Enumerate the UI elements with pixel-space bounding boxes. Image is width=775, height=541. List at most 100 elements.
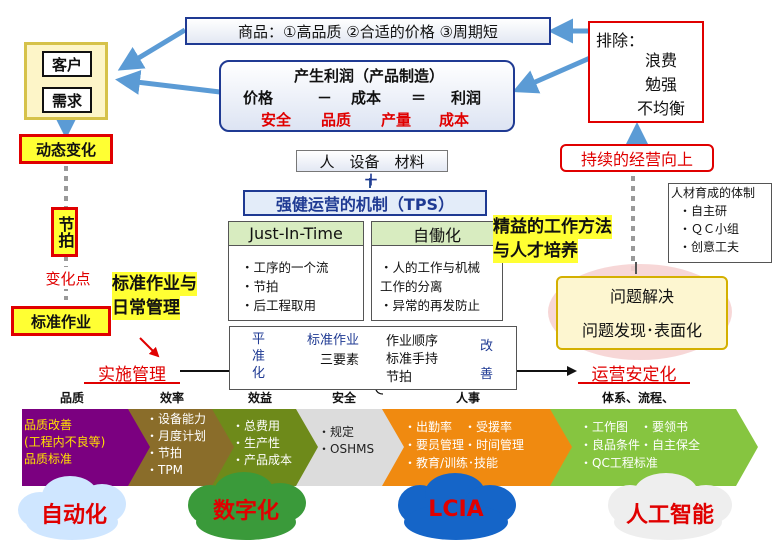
std-right-vertical: 改 善	[480, 333, 493, 389]
category-safety: 安全	[332, 391, 357, 405]
jidoka-item: ・异常的再发防止	[380, 298, 481, 313]
cloud-ai	[608, 473, 732, 540]
dynamic-change-box: 动态变化	[19, 134, 113, 164]
lean-method-label: 精益的工作方法 与人才培养	[493, 215, 653, 263]
band-line: ・OSHMS	[318, 442, 375, 456]
problem-box: 问题解决 问题发现･表面化	[556, 276, 728, 350]
operation-stable-text: 运营安定化	[591, 365, 677, 385]
standard-work-label: 标准作业	[30, 312, 91, 331]
band-shape-safety	[296, 409, 414, 486]
cloud-text: 数字化	[212, 499, 279, 524]
eq-minus: －	[317, 89, 333, 107]
arrow-standard-work-to-implement	[139, 337, 160, 358]
arrow-eliminate-profit	[512, 55, 592, 94]
std-elements-box: 平 准 化 标准作业 三要素 作业顺序 标准手持 节拍 改 善	[229, 326, 517, 390]
cloud-automation	[18, 476, 126, 540]
jit-box: Just-In-Time ・工序的一个流 ・节拍 ・后工程取用	[228, 221, 364, 321]
resources-label: 人 设备 材料	[319, 152, 425, 171]
problem-line2: 问题发现･表面化	[581, 321, 702, 340]
cloud-label-lcia: LCIA	[406, 494, 506, 524]
std-left-char: 化	[252, 366, 266, 381]
eq-profit: 利润	[451, 89, 482, 107]
plus-sign: ＋	[362, 170, 380, 189]
band-line: ・节拍	[146, 446, 183, 460]
band-system: ・工作图 ・要领书 ・良品条件・自主保全 ・QC工程标准	[580, 418, 700, 472]
eq-equals: ＝	[411, 89, 427, 107]
band-line: ・要员管理・时间管理	[404, 438, 525, 452]
talent-item: ・自主研	[679, 204, 728, 218]
band-safety: ・规定 ・OSHMS	[318, 424, 374, 458]
eliminate-item: 浪费	[644, 51, 677, 70]
band-shape-system	[550, 409, 758, 486]
profit-box: 产生利润（产品制造） 价格 － 成本 ＝ 利润 安全 品质 产量 成本	[219, 60, 515, 132]
cloud-text: 自动化	[40, 503, 107, 528]
talent-title: 人材育成的体制	[671, 186, 756, 200]
std-left-vertical: 平 准 化	[252, 331, 265, 382]
plus-sign-text: ＋	[363, 170, 379, 189]
jidoka-title-text: 自働化	[412, 225, 461, 245]
arrow-profit-customer	[115, 69, 221, 95]
band-line: ・总费用	[232, 419, 281, 433]
std-right-char: 改	[480, 339, 494, 354]
band-line: ・教育/训练･技能	[404, 456, 499, 470]
std-daily-line1: 标准作业与	[112, 272, 197, 296]
tps-title: 强健运营的机制（TPS）	[275, 195, 455, 214]
eliminate-box: 排除： 浪费 勉强 不均衡	[588, 21, 704, 123]
std-label2: 三要素	[320, 353, 360, 368]
lean-line1: 精益的工作方法	[493, 215, 612, 239]
band-line: ・出勤率 ・受援率	[404, 420, 513, 434]
product-box-text: 商品：①高品质 ②合适的价格 ③周期短	[238, 22, 498, 41]
customer-label: 客户	[42, 51, 92, 77]
band-line: (工程内不良等)	[24, 435, 106, 449]
tps-title-box: 强健运营的机制（TPS）	[243, 190, 487, 216]
talent-box: 人材育成的体制 ・自主研 ・ＱＣ小组 ・创意工夫	[668, 183, 772, 263]
jidoka-item: 工作的分离	[380, 279, 443, 294]
cloud-label-automation: 自动化	[26, 498, 122, 528]
jit-title-text: Just-In-Time	[249, 224, 343, 243]
cloud-label-digital: 数字化	[196, 494, 296, 524]
band-efficiency: ・设备能力 ・月度计划 ・节拍 ・TPM	[146, 411, 206, 479]
jit-item: ・节拍	[241, 279, 279, 294]
band-line: ・TPM	[146, 463, 183, 477]
std-item: 作业顺序	[386, 334, 439, 349]
band-line: ・设备能力	[146, 412, 207, 426]
continuous-improvement-box: 持续的经营向上	[560, 144, 714, 172]
band-hr: ・出勤率 ・受援率 ・要员管理・时间管理 ・教育/训练･技能	[404, 418, 524, 472]
std-label: 标准作业 三要素	[304, 331, 359, 371]
cloud-text: LCIA	[428, 496, 484, 522]
category-efficiency: 效率	[160, 391, 185, 405]
talent-item: ・ＱＣ小组	[679, 222, 740, 236]
std-item: 节拍	[386, 370, 413, 385]
jidoka-box: 自働化 ・人的工作与机械 工作的分离 ・异常的再发防止	[371, 221, 503, 321]
band-line: ・生产性	[232, 436, 281, 450]
cloud-digital	[188, 472, 306, 540]
eliminate-item: 勉强	[644, 75, 677, 94]
customer-demand: 需求	[42, 87, 92, 113]
jit-item: ・后工程取用	[241, 298, 317, 313]
band-shape-hr	[382, 409, 582, 486]
implement-mgmt-text: 实施管理	[98, 365, 166, 385]
resources-box: 人 设备 材料	[296, 150, 448, 172]
cloud-text: 人工智能	[625, 503, 714, 528]
change-point-text: 变化点	[45, 269, 91, 288]
profit-equation: 价格 － 成本 ＝ 利润	[221, 87, 517, 107]
lean-line2: 与人才培养	[493, 239, 578, 263]
talent-item: ・创意工夫	[679, 240, 740, 254]
eliminate-title: 排除：	[596, 31, 645, 50]
std-left-char: 平	[252, 332, 266, 347]
category-benefit: 效益	[248, 391, 273, 405]
category-labels: 品质 效率 效益 安全 人事 体系、流程、	[0, 389, 775, 407]
band-line: ・工作图 ・要领书	[580, 420, 689, 434]
std-right-char: 善	[480, 367, 494, 382]
band-line: ・产品成本	[232, 453, 293, 467]
jidoka-items: ・人的工作与机械 工作的分离 ・异常的再发防止	[380, 258, 480, 315]
jit-items: ・工序的一个流 ・节拍 ・后工程取用	[241, 258, 329, 315]
band-line: 品质改善	[24, 418, 73, 432]
band-line: ・QC工程标准	[580, 456, 658, 470]
cloud-lcia	[398, 473, 516, 540]
standard-work-box: 标准作业	[11, 306, 111, 336]
profit-item-safety: 安全	[261, 111, 292, 129]
profit-item-quality: 品质	[321, 111, 352, 129]
